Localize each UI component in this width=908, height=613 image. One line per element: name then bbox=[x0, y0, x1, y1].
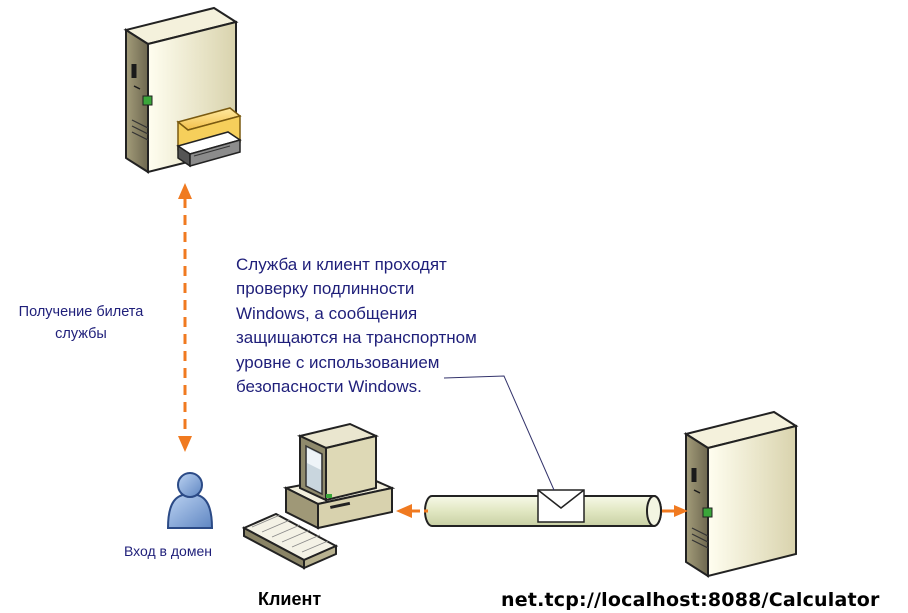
pipe-to-client-arrow bbox=[396, 504, 428, 518]
security-annotation: Служба и клиент проходят проверку подлин… bbox=[236, 253, 477, 399]
annotation-line: Служба и клиент проходят bbox=[236, 255, 447, 274]
annotation-line: проверку подлинности bbox=[236, 279, 415, 299]
pipe-to-server-arrow bbox=[662, 505, 688, 517]
user-icon bbox=[166, 472, 214, 529]
annotation-line: защищаются на транспортном bbox=[236, 328, 477, 348]
annotation-line: Windows, а сообщения bbox=[236, 303, 418, 323]
ticket-folder-icon bbox=[176, 107, 242, 168]
domain-login-label: Вход в домен bbox=[124, 543, 212, 559]
envelope-icon bbox=[537, 489, 585, 523]
ticket-request-arrow bbox=[178, 183, 192, 452]
ticket-label-line: Получение билета bbox=[18, 304, 144, 320]
annotation-line: уровне с использованием bbox=[236, 352, 440, 372]
service-server-icon bbox=[683, 410, 799, 578]
client-label: Клиент bbox=[258, 589, 322, 609]
annotation-line: безопасности Windows. bbox=[236, 377, 422, 397]
annotation-callout-line bbox=[443, 375, 555, 491]
ticket-label-line: службы bbox=[55, 326, 107, 342]
keyboard-icon bbox=[241, 512, 339, 570]
endpoint-address: net.tcp://localhost:8088/Calculator bbox=[501, 589, 880, 611]
client-computer-icon bbox=[282, 422, 396, 530]
ticket-label: Получение билета службы bbox=[0, 301, 162, 345]
